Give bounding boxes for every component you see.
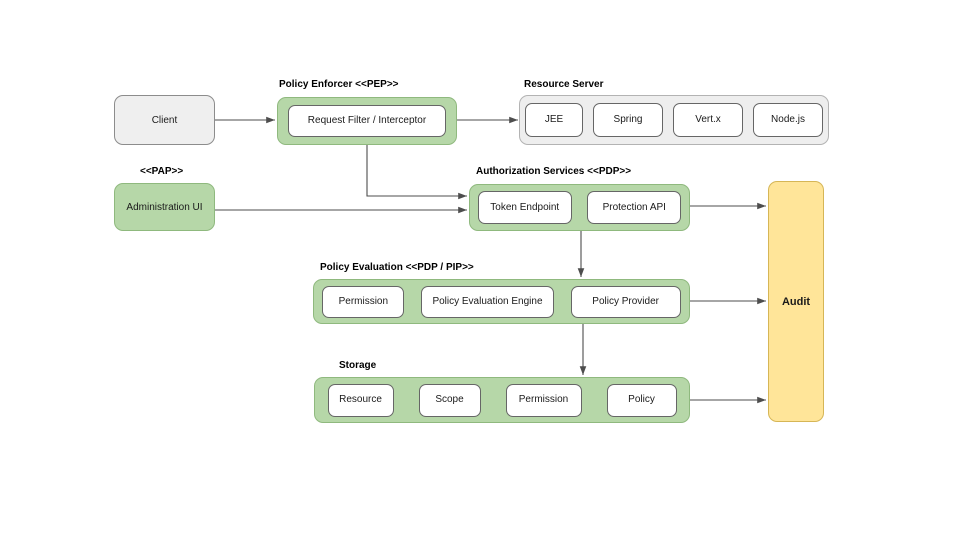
authorization-services-group: Token Endpoint Protection API bbox=[469, 184, 690, 231]
node-vertx[interactable]: Vert.x bbox=[673, 103, 743, 137]
node-policy-evaluation-engine[interactable]: Policy Evaluation Engine bbox=[420, 285, 554, 318]
authorization-services-title: Authorization Services <<PDP>> bbox=[476, 166, 632, 177]
policy-enforcer-title: Policy Enforcer <<PEP>> bbox=[279, 79, 399, 90]
audit-box[interactable]: Audit bbox=[768, 181, 824, 422]
node-scope[interactable]: Scope bbox=[418, 383, 481, 417]
storage-title: Storage bbox=[339, 360, 377, 371]
node-nodejs[interactable]: Node.js bbox=[753, 103, 823, 137]
storage-group: Resource Scope Permission Policy bbox=[314, 377, 690, 423]
policy-evaluation-group: Permission Policy Evaluation Engine Poli… bbox=[313, 279, 690, 324]
policy-evaluation-title: Policy Evaluation <<PDP / PIP>> bbox=[320, 262, 474, 273]
node-token-endpoint[interactable]: Token Endpoint bbox=[477, 191, 572, 224]
policy-enforcer-group: Request Filter / Interceptor bbox=[277, 97, 457, 145]
node-resource[interactable]: Resource bbox=[327, 383, 394, 417]
administration-ui-box[interactable]: Administration UI bbox=[114, 183, 215, 231]
node-spring[interactable]: Spring bbox=[593, 103, 663, 137]
node-jee[interactable]: JEE bbox=[525, 103, 583, 137]
node-permission-storage[interactable]: Permission bbox=[505, 383, 582, 417]
administration-ui-label: Administration UI bbox=[126, 201, 203, 213]
node-protection-api[interactable]: Protection API bbox=[587, 191, 682, 224]
node-policy[interactable]: Policy bbox=[606, 383, 677, 417]
resource-server-title: Resource Server bbox=[524, 79, 604, 90]
client-label: Client bbox=[151, 114, 178, 126]
resource-server-group: JEE Spring Vert.x Node.js bbox=[519, 95, 829, 145]
connector-policy-enforcer-to-authorization-services bbox=[366, 145, 467, 200]
pap-title: <<PAP>> bbox=[140, 166, 184, 177]
node-policy-provider[interactable]: Policy Provider bbox=[570, 285, 681, 318]
node-request-filter-interceptor[interactable]: Request Filter / Interceptor bbox=[288, 105, 446, 137]
audit-label: Audit bbox=[781, 295, 811, 308]
client-box[interactable]: Client bbox=[114, 95, 215, 145]
node-permission-evaluation[interactable]: Permission bbox=[322, 285, 405, 318]
